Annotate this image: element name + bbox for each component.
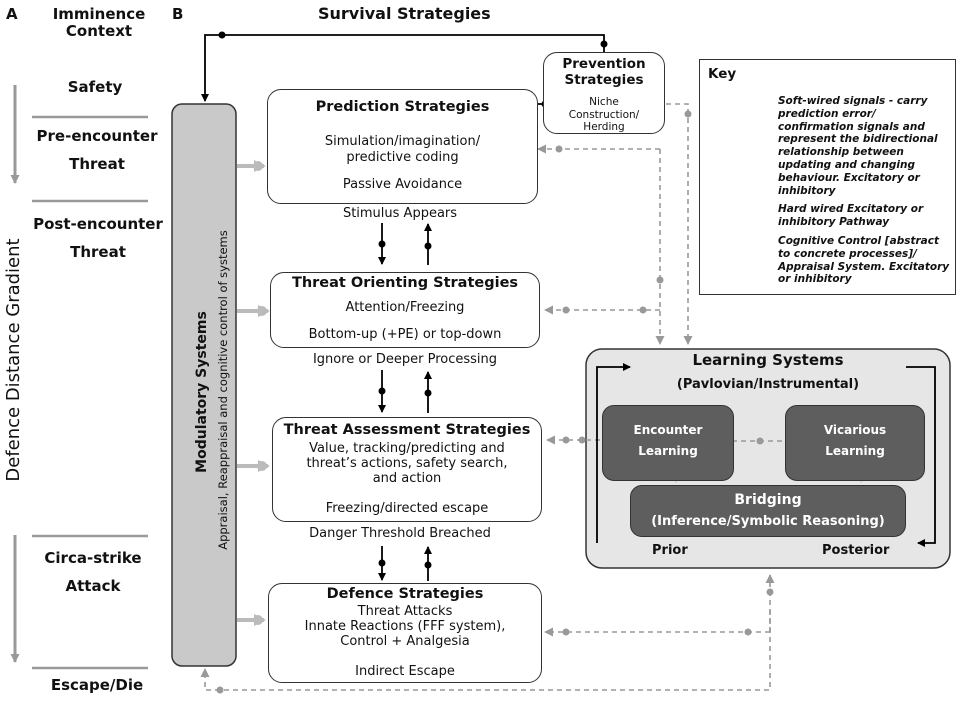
key-legend: Key Soft-wired signals - carry predictio… (699, 59, 956, 295)
post-encounter-label: Post-encounter Threat (33, 215, 163, 261)
modulatory-systems-subtitle: Appraisal, Reappraisal and cognitive con… (216, 230, 230, 550)
modulatory-systems-bar (171, 103, 237, 667)
defence-strategies-box: Defence Strategies Threat Attacks Innate… (268, 583, 542, 683)
learning-systems-subtitle: (Pavlovian/Instrumental) (676, 377, 860, 392)
escape-die-label: Escape/Die (50, 676, 144, 694)
vicarious-learning-box: Vicarious Learning (785, 405, 925, 481)
learning-systems-title: Learning Systems (692, 351, 844, 369)
modulatory-systems-title: Modulatory Systems (194, 311, 210, 473)
pre-encounter-label: Pre-encounter Threat (36, 127, 158, 173)
threat-orienting-box: Threat Orienting Strategies Attention/Fr… (270, 272, 540, 348)
key-cognitive-text: Cognitive Control [abstract to concrete … (778, 235, 950, 286)
defence-distance-gradient-label: Defence Distance Gradient (3, 238, 24, 482)
key-soft-wired-text: Soft-wired signals - carry prediction er… (778, 95, 938, 197)
prior-label: Prior (652, 543, 688, 558)
bridging-box: Bridging (Inference/Symbolic Reasoning) (630, 485, 906, 537)
danger-threshold-label: Danger Threshold Breached (309, 526, 491, 541)
left-separators (32, 115, 148, 670)
ignore-deeper-label: Ignore or Deeper Processing (312, 352, 498, 367)
stimulus-appears-label: Stimulus Appears (342, 206, 458, 221)
circa-strike-label: Circa-strike Attack (44, 549, 142, 595)
prevention-strategies-box: Prevention Strategies Niche Construction… (543, 52, 665, 134)
panel-label-a: A (6, 5, 18, 23)
safety-label: Safety (67, 78, 123, 96)
key-hard-wired-text: Hard wired Excitatory or inhibitory Path… (778, 203, 924, 228)
posterior-label: Posterior (822, 543, 890, 558)
prediction-strategies-box: Prediction Strategies Simulation/imagina… (267, 89, 538, 204)
imminence-header: Imminence Context (52, 5, 146, 41)
encounter-learning-box: Encounter Learning (602, 405, 734, 481)
diagram-title: Survival Strategies (318, 4, 491, 23)
panel-label-b: B (172, 5, 184, 23)
threat-assessment-box: Threat Assessment Strategies Value, trac… (272, 417, 542, 522)
